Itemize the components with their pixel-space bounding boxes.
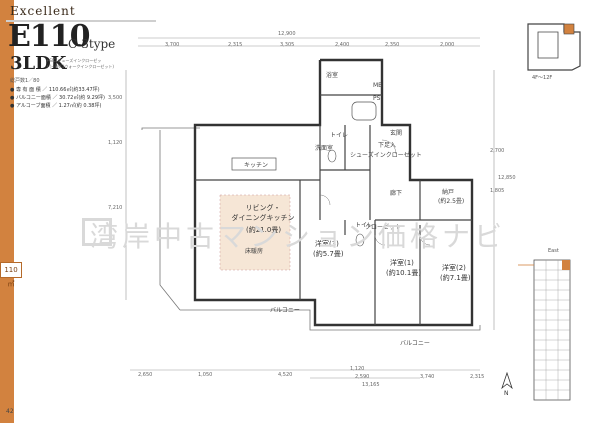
dim-left-1: 3,500 (108, 95, 123, 101)
closet-label: クローゼット (365, 224, 402, 231)
room-hall: 廊下 (390, 190, 403, 197)
dim-bottom-mid: 1,120 (350, 366, 365, 372)
elevation-diagram (518, 259, 571, 401)
dim-bottom-2: 1,050 (198, 372, 213, 378)
room-washroom: 洗面室 (315, 145, 334, 152)
balcony-left: バルコニー (270, 307, 300, 314)
dim-top-2: 2,315 (228, 42, 243, 48)
north-label: N (504, 390, 509, 397)
balcony-right: バルコニー (400, 340, 430, 347)
room-western3: 洋室(3) (315, 240, 339, 248)
dim-bottom-5: 3,740 (420, 374, 435, 380)
dim-bottom-3: 4,520 (278, 372, 293, 378)
room-ps: PS (373, 95, 381, 102)
dim-right-2: 1,805 (490, 188, 505, 194)
room-bath: 浴室 (326, 72, 339, 79)
dim-top-3: 3,305 (280, 42, 295, 48)
dim-bottom-6: 2,315 (470, 374, 485, 380)
floor-heating-label: 床暖房 (245, 248, 264, 255)
dim-left-2: 1,120 (108, 140, 123, 146)
series-title: Excellent (10, 4, 76, 18)
spec-alcove-area: ● アルコーブ面積 ／ 1.27㎡(約 0.38坪) (10, 103, 102, 109)
area-tab: 110㎡ (0, 262, 22, 288)
room-living-size: (約21.0畳) (246, 226, 282, 234)
room-mb: MB (373, 82, 383, 89)
dim-right-1: 2,700 (490, 148, 505, 154)
room-entrance-storage: 下足入 (378, 142, 397, 149)
room-shoe-closet: シューズインクローゼット (350, 152, 422, 159)
dim-bottom-1: 2,650 (138, 372, 153, 378)
room-western1-size: (約10.1畳) (386, 269, 422, 277)
room-entrance: 玄関 (390, 130, 403, 137)
north-arrow-icon (501, 372, 513, 390)
room-toilet2: トイレ (355, 222, 374, 229)
room-western1: 洋室(1) (390, 259, 414, 267)
room-storage: 納戸 (442, 189, 455, 196)
dim-bottom-4: 2,590 (355, 374, 370, 380)
kitchen-counter: キッチン (244, 162, 269, 169)
sidebar-band (0, 0, 14, 423)
title-rule (6, 20, 156, 22)
room-western3-size: (約5.7畳) (313, 250, 344, 258)
room-storage-size: (約2.5畳) (438, 198, 465, 205)
unit-count: 総戸数1／80 (10, 78, 40, 84)
dim-top-total: 12,900 (278, 31, 296, 37)
dim-top-4: 2,400 (335, 42, 350, 48)
spec-balcony-area: ● バルコニー面積 ／ 30.72㎡(約 9.29坪) (10, 95, 105, 101)
type-suffix: C-3type (68, 37, 116, 51)
dim-top-1: 3,700 (165, 42, 180, 48)
floor-plan (125, 37, 495, 379)
key-plan (527, 23, 581, 71)
room-western2: 洋室(2) (442, 264, 466, 272)
dim-top-5: 2,350 (385, 42, 400, 48)
layout-note: +SIC(シューズインクローゼット)+WIC(ウォークインクローゼット) (46, 58, 114, 69)
key-plan-floors: 4F〜12F (532, 75, 553, 81)
type-code: E110 (8, 19, 90, 54)
room-toilet1: トイレ (330, 132, 349, 139)
dim-right-total: 12,850 (498, 175, 516, 181)
dim-top-6: 2,000 (440, 42, 455, 48)
elevation-label: East (548, 248, 559, 254)
room-living: リビング・ ダイニングキッチン (231, 204, 295, 222)
layout-type: 3LDK (10, 53, 67, 74)
watermark-logo (82, 218, 112, 246)
watermark: 湾岸中古マンション価格ナビ (90, 220, 507, 253)
room-western2-size: (約7.1畳) (440, 274, 471, 282)
dim-bottom-total: 13,165 (362, 382, 380, 388)
spec-exclusive-area: ● 専 有 面 積 ／ 110.66㎡(約33.47坪) (10, 87, 100, 93)
dim-left-3: 7,210 (108, 205, 123, 211)
page-number: 42 (6, 408, 14, 415)
